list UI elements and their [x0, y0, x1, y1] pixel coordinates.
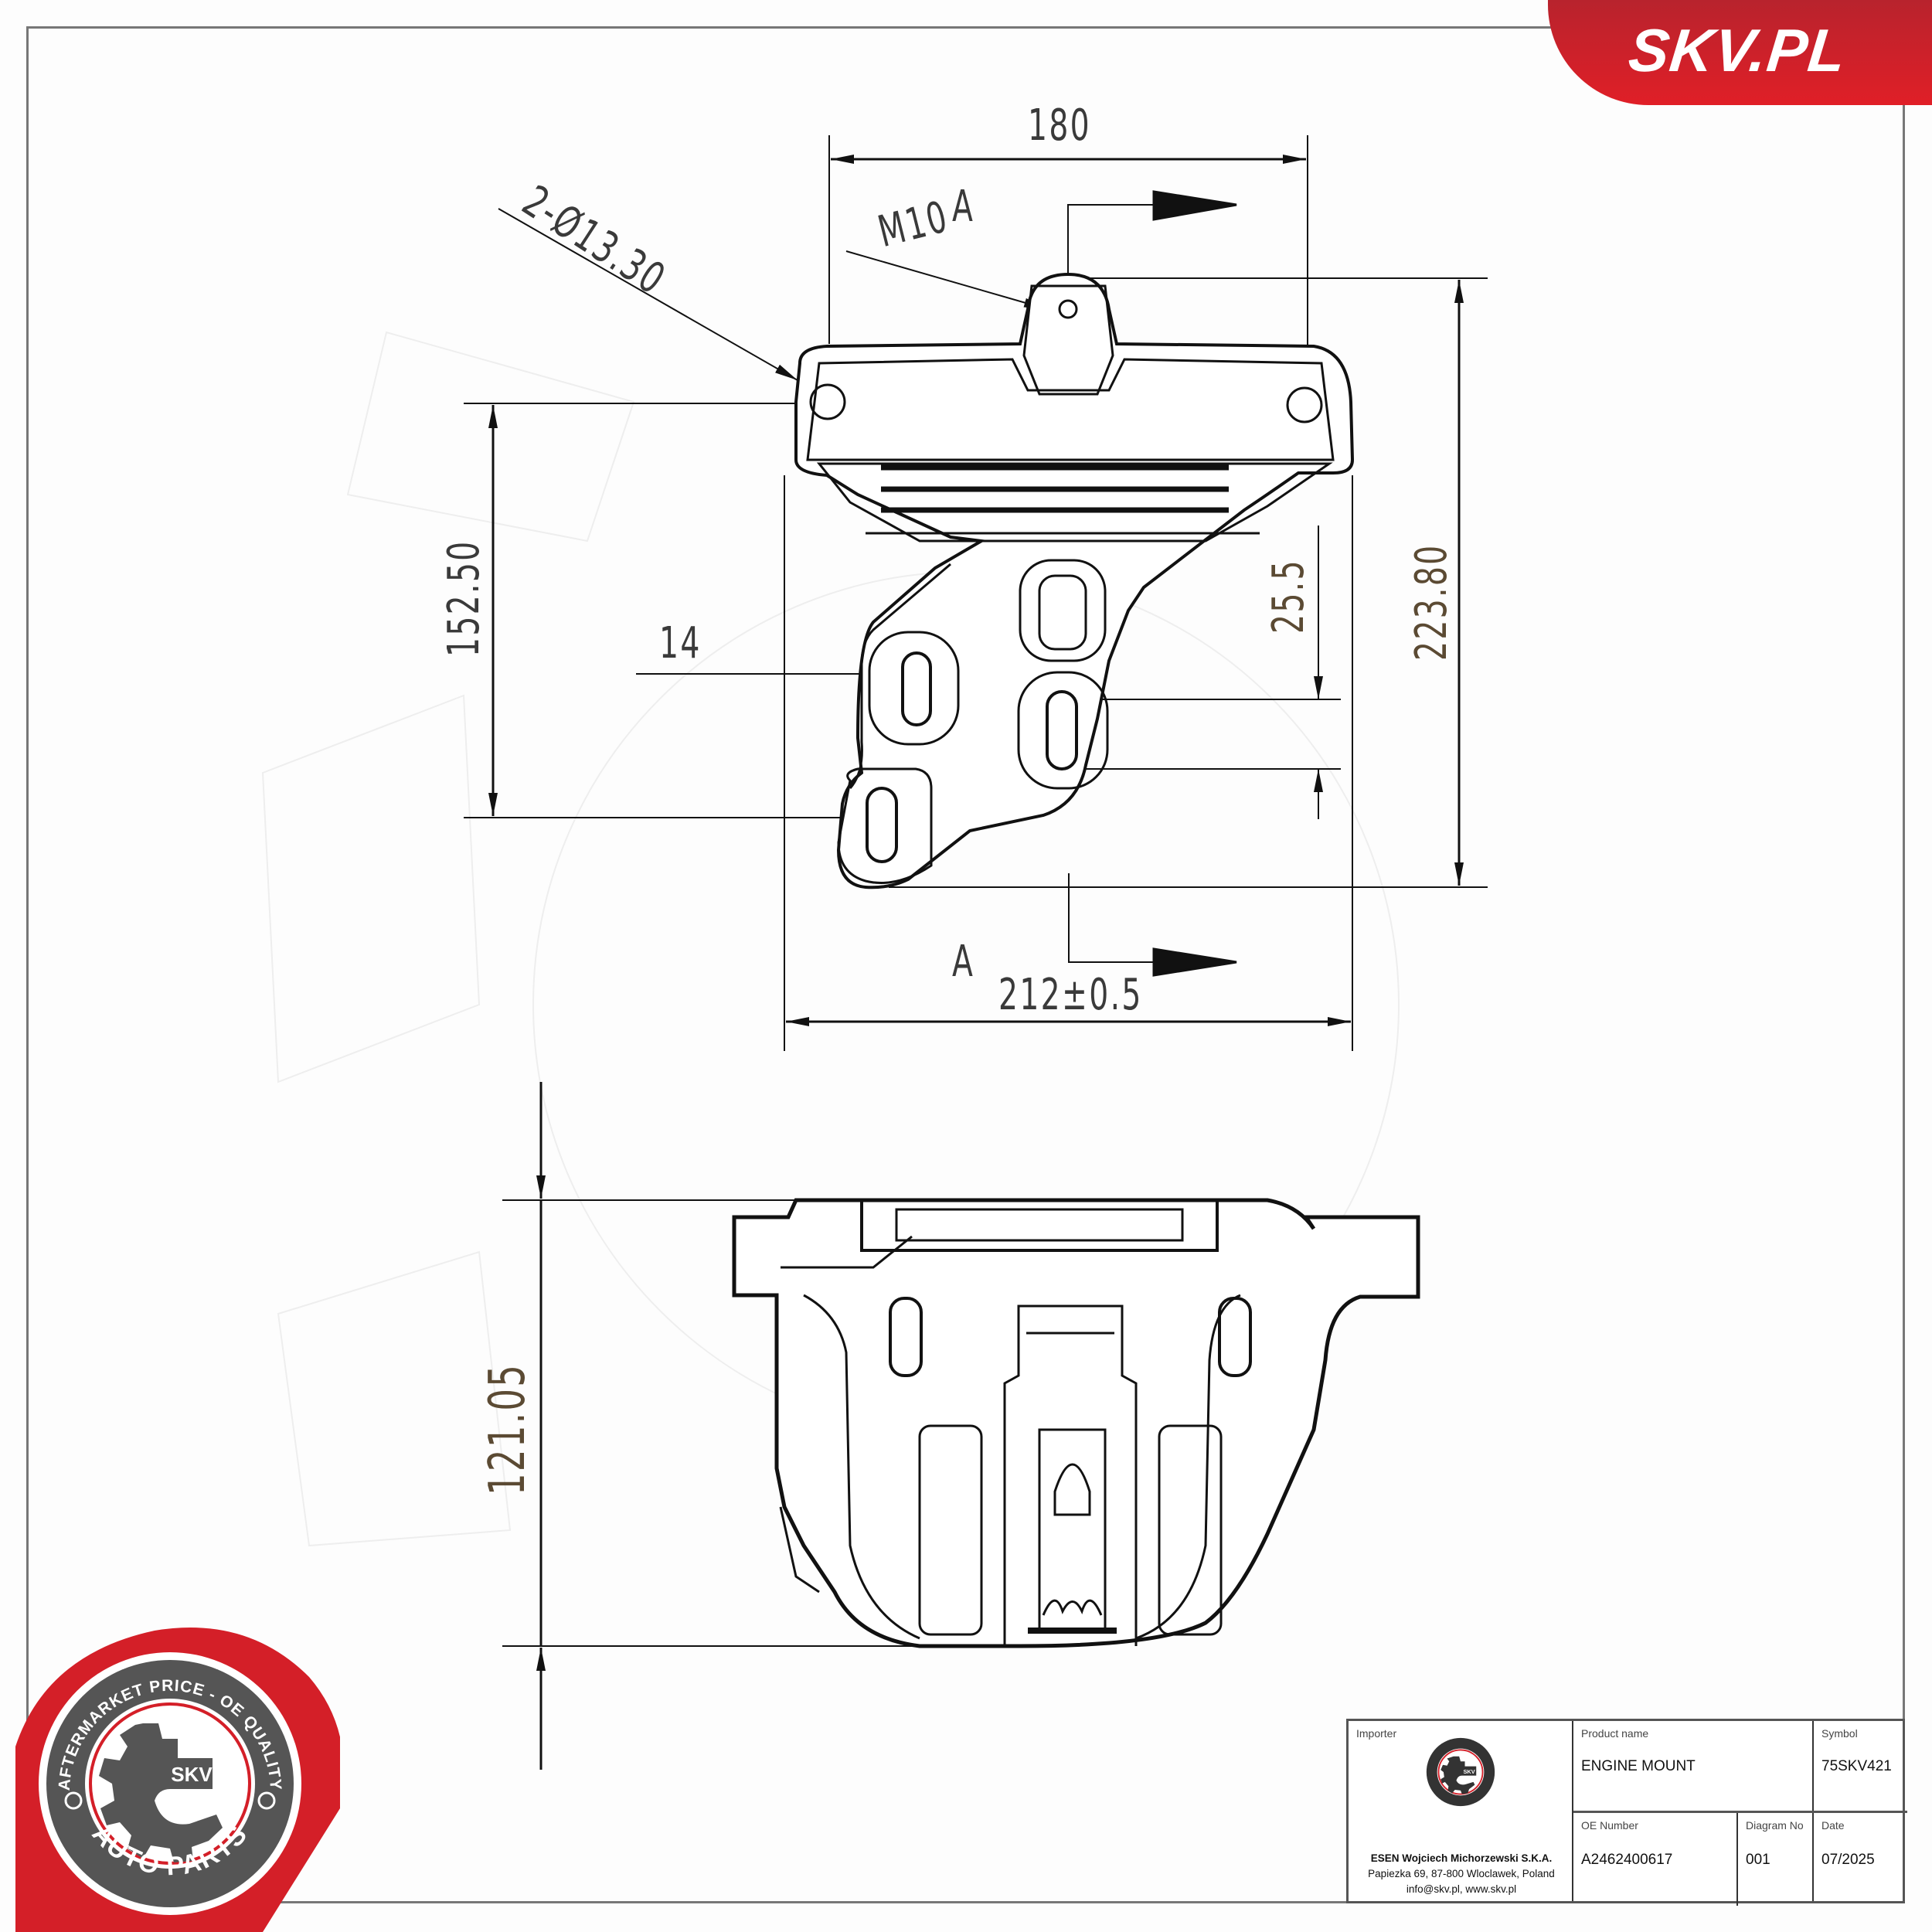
- importer-company: ESEN Wojciech Michorzewski S.K.A.: [1370, 1852, 1553, 1864]
- title-divider: [1572, 1721, 1573, 1901]
- product-name-label: Product name: [1581, 1727, 1649, 1740]
- title-block: Importer SKV ESEN Wojciech Michorzewski …: [1346, 1719, 1907, 1906]
- importer-label: Importer: [1356, 1727, 1397, 1740]
- importer-stamp-icon: SKV: [1426, 1737, 1495, 1807]
- importer-cell: Importer SKV ESEN Wojciech Michorzewski …: [1349, 1721, 1572, 1903]
- dim-height-223-80: 223.80: [1406, 543, 1457, 661]
- importer-address-block: ESEN Wojciech Michorzewski S.K.A. Papiez…: [1349, 1851, 1574, 1897]
- diagram-no-cell: Diagram No 001: [1738, 1813, 1812, 1903]
- product-name-value: ENGINE MOUNT: [1581, 1758, 1696, 1774]
- dim-slot-width-14: 14: [659, 618, 702, 668]
- dim-slot-spacing-25-5: 25.5: [1264, 559, 1314, 634]
- date-label: Date: [1821, 1819, 1845, 1832]
- dim-height-152-50: 152.50: [439, 539, 489, 657]
- title-divider: [1573, 1811, 1907, 1813]
- dim-width-180: 180: [1028, 100, 1092, 151]
- section-label-bottom: A: [952, 937, 975, 987]
- dim-height-121-05: 121.05: [479, 1362, 536, 1495]
- oe-number-label: OE Number: [1581, 1819, 1638, 1832]
- diagram-no-label: Diagram No: [1746, 1819, 1804, 1832]
- date-cell: Date 07/2025: [1814, 1813, 1905, 1903]
- skv-stamp-logo: SKV AFTERMARKET PRICE - OE QUALITY AUTO …: [15, 1628, 340, 1932]
- date-value: 07/2025: [1821, 1852, 1875, 1868]
- importer-contact: info@skv.pl, www.skv.pl: [1406, 1883, 1517, 1895]
- product-name-cell: Product name ENGINE MOUNT: [1573, 1721, 1812, 1811]
- oe-number-cell: OE Number A2462400617: [1573, 1813, 1736, 1903]
- symbol-value: 75SKV421: [1821, 1758, 1892, 1774]
- symbol-cell: Symbol 75SKV421: [1814, 1721, 1905, 1811]
- stamp-center-label: SKV: [171, 1763, 213, 1786]
- brand-tab: [1548, 0, 1932, 105]
- oe-number-value: A2462400617: [1581, 1852, 1673, 1868]
- drawing-frame: [26, 26, 1905, 1903]
- top-view: [464, 135, 1488, 1051]
- diagram-no-value: 001: [1746, 1852, 1770, 1868]
- importer-address: Papiezka 69, 87-800 Wloclawek, Poland: [1368, 1868, 1555, 1879]
- section-label-top: A: [952, 182, 975, 232]
- dim-width-212: 212±0.5: [998, 970, 1143, 1020]
- side-view: [502, 1082, 1420, 1770]
- importer-stamp-label: SKV: [1463, 1768, 1475, 1775]
- symbol-label: Symbol: [1821, 1727, 1858, 1740]
- title-divider: [1736, 1811, 1738, 1906]
